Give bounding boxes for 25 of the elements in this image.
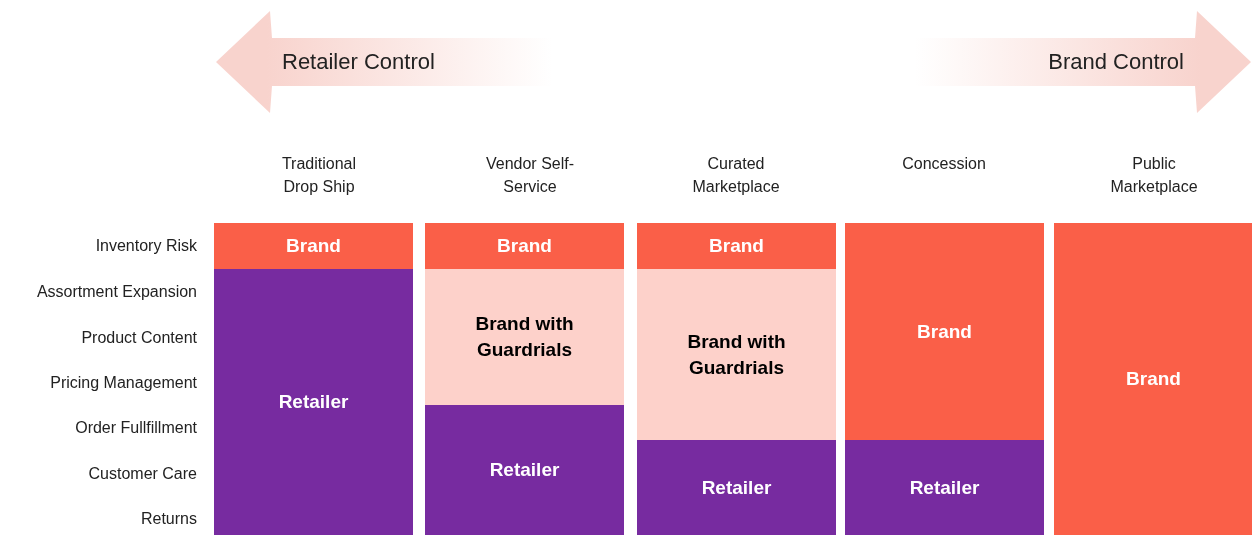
column-header: Traditional Drop Ship	[280, 154, 358, 197]
segment-box: Retailer	[214, 269, 413, 535]
segment-box: Brand with Guardrials	[425, 269, 624, 405]
row-label: Inventory Risk	[95, 236, 197, 256]
column-header: Concession	[901, 154, 987, 174]
segment-box: Brand	[425, 223, 624, 269]
row-label: Product Content	[81, 328, 197, 348]
segment-box: Brand with Guardrials	[637, 269, 836, 440]
segment-box: Brand	[845, 223, 1044, 440]
segment-box: Retailer	[425, 405, 624, 535]
segment-box: Brand	[1054, 223, 1252, 535]
column-header: Vendor Self-Service	[484, 154, 576, 197]
row-label: Pricing Management	[50, 373, 197, 393]
row-label: Customer Care	[88, 464, 197, 484]
segment-box: Retailer	[637, 440, 836, 535]
column-header: Public Marketplace	[1109, 154, 1199, 197]
row-label: Order Fullfillment	[75, 418, 197, 438]
segment-box: Brand	[214, 223, 413, 269]
arrow-label: Brand Control	[1048, 48, 1184, 76]
segment-box: Brand	[637, 223, 836, 269]
column-header: Curated Marketplace	[691, 154, 781, 197]
arrow-label: Retailer Control	[282, 48, 435, 76]
segment-box: Retailer	[845, 440, 1044, 535]
row-label: Returns	[140, 509, 197, 529]
row-label: Assortment Expansion	[36, 282, 197, 302]
